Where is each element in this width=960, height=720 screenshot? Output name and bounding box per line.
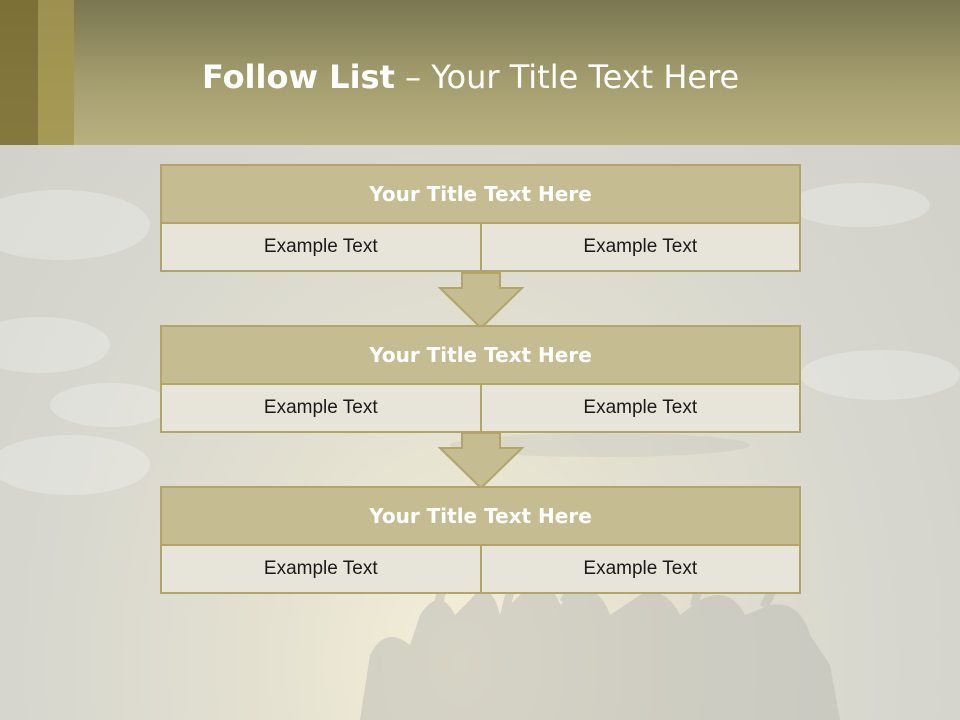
down-arrow-icon	[438, 432, 524, 490]
box-title: Your Title Text Here	[162, 488, 799, 546]
box-row: Example Text Example Text	[162, 385, 799, 431]
sky-background	[0, 183, 960, 720]
box-cell-right: Example Text	[583, 397, 698, 418]
box-row: Example Text Example Text	[162, 546, 799, 592]
box-cell-right: Example Text	[583, 236, 698, 257]
accent-bar-light	[38, 0, 74, 145]
box-row: Example Text Example Text	[162, 224, 799, 270]
box-cell-right: Example Text	[583, 558, 698, 579]
accent-bar-dark	[0, 0, 38, 145]
title-lead: Follow List	[202, 58, 395, 96]
list-box-1: Your Title Text Here Example Text Exampl…	[160, 164, 801, 272]
title-rest: – Your Title Text Here	[394, 58, 740, 96]
box-cell-left: Example Text	[162, 546, 482, 592]
down-arrow-icon	[438, 272, 524, 330]
box-cell-left: Example Text	[162, 385, 482, 431]
box-cell-left: Example Text	[162, 224, 482, 270]
box-title: Your Title Text Here	[162, 327, 799, 385]
list-box-2: Your Title Text Here Example Text Exampl…	[160, 325, 801, 433]
box-title: Your Title Text Here	[162, 166, 799, 224]
slide-title: Follow List – Your Title Text Here	[202, 52, 739, 102]
header-band	[0, 0, 960, 145]
list-box-3: Your Title Text Here Example Text Exampl…	[160, 486, 801, 594]
